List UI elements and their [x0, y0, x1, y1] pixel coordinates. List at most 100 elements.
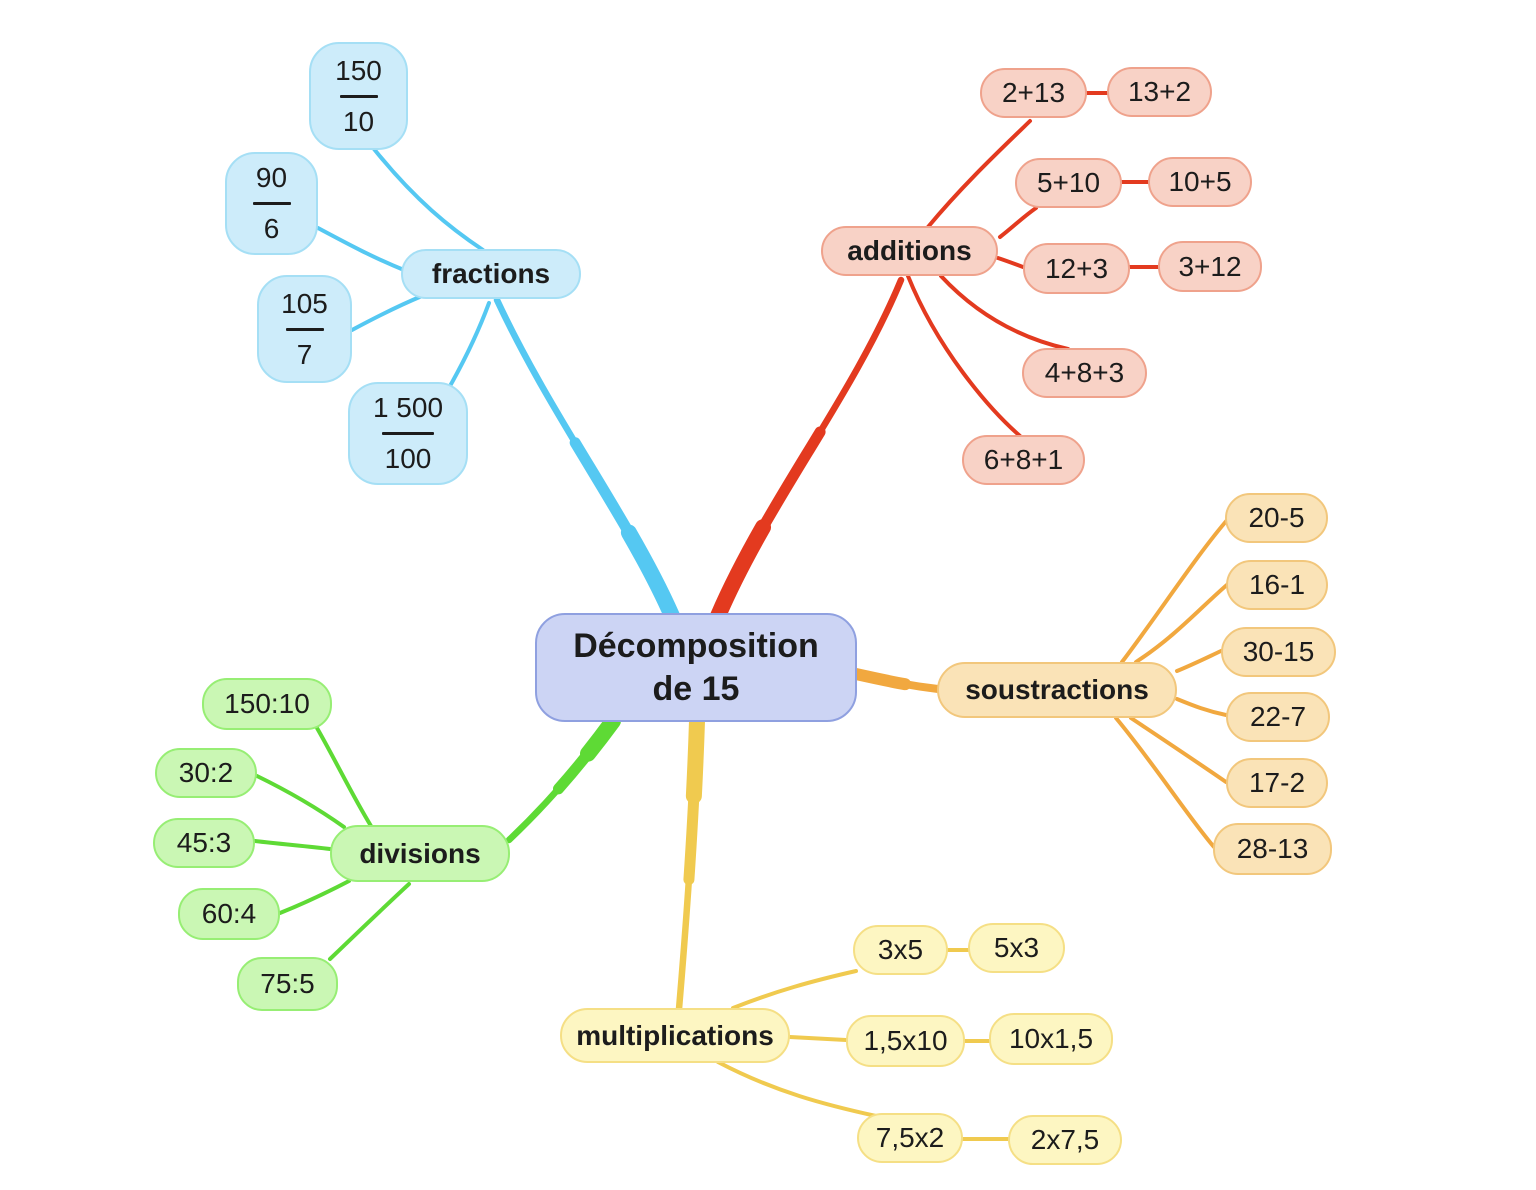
- leaf-node-17-2[interactable]: 17-2: [1226, 758, 1328, 808]
- fraction-node-105-7[interactable]: 105 7: [257, 275, 352, 383]
- fraction-denominator: 6: [263, 213, 280, 244]
- fraction-node-90-6[interactable]: 90 6: [225, 152, 318, 255]
- link-sub-30-15: [1175, 649, 1223, 673]
- trunk-soustractions: [850, 668, 944, 695]
- leaf-label: 5+10: [1036, 167, 1101, 198]
- link-sub-28-13: [1114, 716, 1216, 849]
- fraction-denominator: 100: [384, 443, 432, 474]
- link-sub-20-5: [1120, 517, 1230, 664]
- leaf-label: 30-15: [1242, 636, 1315, 667]
- leaf-label: 3x5: [877, 934, 924, 965]
- leaf-label: 20-5: [1248, 502, 1305, 533]
- leaf-label: 45:3: [176, 827, 232, 858]
- link-mul-1-5x10: [788, 1035, 848, 1042]
- leaf-node-5x3[interactable]: 5x3: [968, 923, 1065, 973]
- leaf-label: 60:4: [201, 898, 257, 929]
- fraction-content: 150 10: [335, 55, 382, 138]
- leaf-node-150-10[interactable]: 150:10: [202, 678, 332, 730]
- trunk-fractions: [489, 292, 680, 624]
- leaf-node-5plus10[interactable]: 5+10: [1015, 158, 1122, 208]
- leaf-label: 1,5x10: [863, 1025, 948, 1056]
- fraction-bar: [285, 327, 324, 331]
- leaf-node-10plus5[interactable]: 10+5: [1148, 157, 1252, 207]
- branch-label-fractions: fractions: [431, 258, 551, 289]
- leaf-label: 2x7,5: [1030, 1124, 1100, 1155]
- link-mul-3x5: [731, 969, 858, 1010]
- link-fraction-1500-100: [448, 301, 491, 388]
- leaf-node-7-5x2[interactable]: 7,5x2: [857, 1113, 963, 1163]
- leaf-node-1-5x10[interactable]: 1,5x10: [846, 1015, 965, 1067]
- leaf-node-22-7[interactable]: 22-7: [1226, 692, 1330, 742]
- leaf-node-45-3[interactable]: 45:3: [153, 818, 255, 868]
- link-div-60-4: [278, 879, 351, 915]
- leaf-label: 28-13: [1236, 833, 1309, 864]
- leaf-label: 13+2: [1127, 76, 1192, 107]
- leaf-node-28-13[interactable]: 28-13: [1213, 823, 1332, 875]
- trunk-multiplications: [671, 713, 705, 1017]
- leaf-label: 3+12: [1178, 250, 1242, 282]
- link-addition-2plus13: [926, 119, 1032, 229]
- branch-node-divisions[interactable]: divisions: [330, 825, 510, 882]
- leaf-node-75-5[interactable]: 75:5: [237, 957, 338, 1011]
- leaf-node-2plus13[interactable]: 2+13: [980, 68, 1087, 118]
- leaf-node-13plus2[interactable]: 13+2: [1107, 67, 1212, 117]
- branch-node-additions[interactable]: additions: [821, 226, 998, 276]
- fraction-content: 90 6: [252, 162, 291, 245]
- branch-label-additions: additions: [847, 235, 972, 266]
- trunk-divisions-thick: [501, 713, 621, 848]
- trunk-soustractions-thick: [850, 668, 944, 695]
- link-fraction-90-6: [316, 226, 406, 272]
- trunk-divisions: [501, 713, 621, 848]
- fraction-numerator: 1 500: [372, 392, 444, 423]
- leaf-label: 30:2: [178, 757, 234, 788]
- leaf-node-6plus8plus1[interactable]: 6+8+1: [962, 435, 1085, 485]
- branch-node-multiplications[interactable]: multiplications: [560, 1008, 790, 1063]
- branch-node-soustractions[interactable]: soustractions: [937, 662, 1177, 718]
- fraction-node-1500-100[interactable]: 1 500 100: [348, 382, 468, 485]
- leaf-label: 10x1,5: [1008, 1023, 1094, 1054]
- fraction-node-150-10[interactable]: 150 10: [309, 42, 408, 150]
- link-fraction-105-7: [350, 294, 424, 332]
- link-fraction-150-10: [372, 147, 485, 252]
- link-sub-22-7: [1175, 697, 1228, 717]
- leaf-node-10x1-5[interactable]: 10x1,5: [989, 1013, 1113, 1065]
- leaf-label: 12+3: [1044, 252, 1109, 284]
- leaf-node-4plus8plus3[interactable]: 4+8+3: [1022, 348, 1147, 398]
- leaf-label: 7,5x2: [875, 1122, 945, 1153]
- trunk-fractions-thick: [489, 292, 680, 624]
- link-addition-6plus8plus1: [906, 274, 1022, 438]
- trunk-additions: [710, 272, 909, 624]
- leaf-node-2x7-5[interactable]: 2x7,5: [1008, 1115, 1122, 1165]
- fraction-numerator: 150: [335, 54, 382, 86]
- leaf-label: 10+5: [1168, 166, 1232, 197]
- branch-label-soustractions: soustractions: [965, 674, 1149, 705]
- fraction-content: 105 7: [281, 288, 328, 371]
- leaf-node-30-15[interactable]: 30-15: [1221, 627, 1336, 677]
- branch-node-fractions[interactable]: fractions: [401, 249, 581, 299]
- leaf-label: 4+8+3: [1044, 357, 1125, 388]
- trunk-additions-thick: [710, 272, 909, 624]
- leaf-node-60-4[interactable]: 60:4: [178, 888, 280, 940]
- fraction-bar: [339, 94, 378, 98]
- central-title: Décomposition de 15: [573, 627, 819, 708]
- link-div-150-10: [315, 726, 373, 828]
- branch-label-divisions: divisions: [359, 837, 481, 869]
- leaf-node-3x5[interactable]: 3x5: [853, 925, 948, 975]
- link-div-30-2: [255, 774, 346, 829]
- leaf-label: 22-7: [1249, 701, 1307, 732]
- leaf-node-12plus3[interactable]: 12+3: [1023, 243, 1130, 294]
- branch-label-multiplications: multiplications: [576, 1019, 774, 1051]
- leaf-node-3plus12[interactable]: 3+12: [1158, 241, 1262, 292]
- leaf-node-20-5[interactable]: 20-5: [1225, 493, 1328, 543]
- fraction-bar: [252, 202, 291, 205]
- link-div-75-5: [328, 882, 411, 961]
- fraction-denominator: 10: [342, 105, 375, 137]
- leaf-label: 17-2: [1248, 767, 1306, 798]
- link-addition-5plus10: [998, 206, 1038, 239]
- leaf-node-30-2[interactable]: 30:2: [155, 748, 257, 798]
- fraction-denominator: 7: [296, 338, 313, 370]
- leaf-node-16-1[interactable]: 16-1: [1226, 560, 1328, 610]
- leaf-label: 16-1: [1248, 569, 1306, 600]
- central-node[interactable]: Décomposition de 15: [535, 613, 857, 722]
